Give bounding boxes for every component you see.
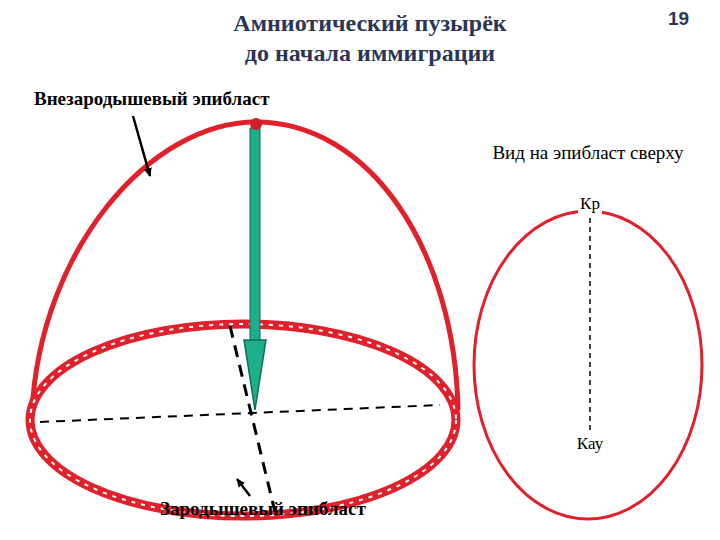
part-label: Зародышевый эпибласт [160, 498, 366, 520]
axis-line [40, 405, 440, 422]
leader-line [133, 116, 150, 176]
page-number: 19 [668, 8, 689, 30]
slide-title: Амниотический пузырёк до начала иммиграц… [180, 8, 560, 68]
view-heading: Вид на эпибласт сверху [470, 142, 706, 165]
top-view-circle: Вид на эпибласт сверхуКрКау [470, 140, 706, 524]
base-texture [30, 324, 456, 516]
axis-label: Кау [575, 434, 605, 454]
leader-line [237, 479, 250, 496]
dome-outline [32, 122, 458, 412]
axis-line [230, 326, 275, 512]
apex-dot [250, 118, 262, 130]
immigration-arrow [250, 128, 260, 346]
part-label: Внезародышевый эпибласт [34, 88, 269, 110]
base-ellipse [30, 324, 456, 516]
axis-label: Кр [578, 194, 602, 214]
immigration-arrowhead [244, 340, 266, 410]
